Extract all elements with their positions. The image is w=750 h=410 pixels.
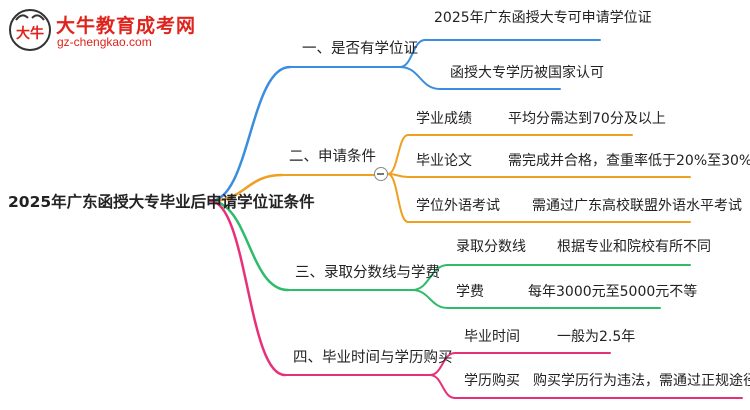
branch-3-label[interactable]: 三、录取分数线与学费 [295,265,440,281]
branch-2-item-1-label[interactable]: 学业成绩 [416,111,472,127]
branch-4-item-2-value[interactable]: 购买学历行为违法，需通过正规途径获得 [533,373,750,389]
connector-root-branch-4 [208,199,287,377]
branch-2-item-3-label[interactable]: 学位外语考试 [416,198,500,214]
connector-branch-3-item-1 [411,264,449,291]
branch-3-item-2-label[interactable]: 学费 [456,284,484,300]
branch-2-item-3-value[interactable]: 需通过广东高校联盟外语水平考试 [532,198,742,214]
branch-2-label[interactable]: 二、申请条件 [289,149,376,165]
connector-branch-4-item-1 [429,352,456,376]
branch-4-label[interactable]: 四、毕业时间与学历购买 [293,350,453,366]
minus-circle-icon[interactable] [374,167,388,181]
logo-emblem-text: 大牛 [16,25,44,42]
bull-logo-icon: 大牛 [9,9,51,51]
branch-2-item-2-label[interactable]: 毕业论文 [416,153,472,169]
connector-root-branch-1 [208,65,292,203]
connector-branch-2-item-3 [387,173,409,223]
branch-2-item-1-value[interactable]: 平均分需达到70分及以上 [508,111,666,127]
branch-4-item-1-value[interactable]: 一般为2.5年 [557,329,636,345]
branch-3-item-1-value[interactable]: 根据专业和院校有所不同 [557,239,711,255]
connector-branch-3-item-2 [411,289,449,309]
branch-1-label[interactable]: 一、是否有学位证 [302,41,418,57]
connector-root-branch-2 [208,173,284,203]
connector-branch-1-item-2 [399,66,441,90]
connector-branch-2-item-1 [387,134,409,175]
branch-2-item-2-value[interactable]: 需完成并合格，查重率低于20%至30% [508,153,750,169]
branch-4-item-1-label[interactable]: 毕业时间 [464,329,520,345]
connector-branch-4-item-2 [429,374,456,399]
logo-url: gz-chengkao.com [57,35,152,49]
site-logo[interactable]: 大牛 大牛教育成考网 gz-chengkao.com [8,8,198,52]
branch-3-item-2-value[interactable]: 每年3000元至5000元不等 [528,284,698,300]
logo-title: 大牛教育成考网 [56,15,197,37]
root-topic[interactable]: 2025年广东函授大专毕业后申请学位证条件 [8,193,315,211]
connector-root-branch-3 [208,199,290,292]
branch-3-item-1-label[interactable]: 录取分数线 [456,239,526,255]
branch-1-item-2[interactable]: 函授大专学历被国家认可 [450,65,604,81]
branch-4-item-2-label[interactable]: 学历购买 [464,373,520,389]
branch-1-item-1[interactable]: 2025年广东函授大专可申请学位证 [434,10,652,26]
